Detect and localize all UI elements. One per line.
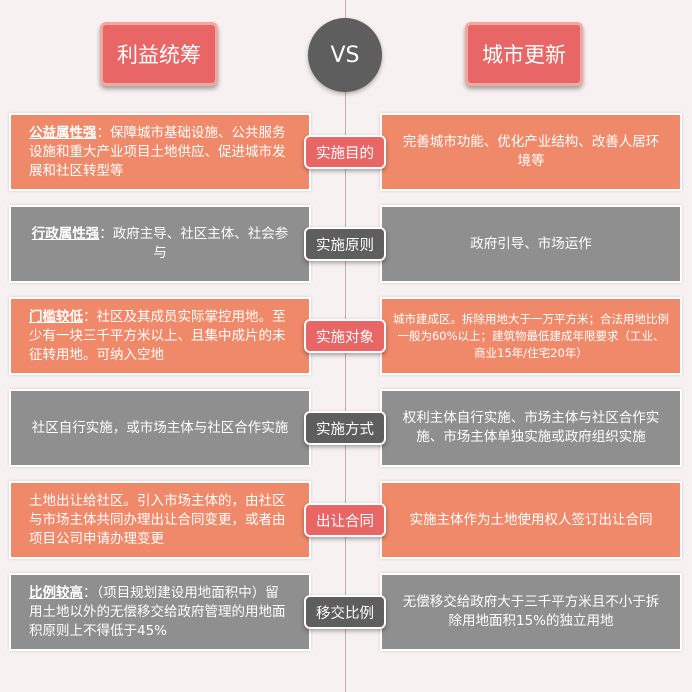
row5-label: 出让合同 bbox=[304, 503, 386, 537]
row6-left-panel: 比例较高：（项目规划建设用地面积中）留用土地以外的无偿移交给政府管理的用地面积原… bbox=[9, 573, 311, 651]
row1-right-panel: 完善城市功能、优化产业结构、改善人居环境等 bbox=[380, 113, 682, 191]
row5-right-panel: 实施主体作为土地使用权人签订出让合同 bbox=[380, 481, 682, 559]
row3-right-text: 城市建成区。拆除用地大于一万平方米；合法用地比例一般为60%以上；建筑物最低建成… bbox=[393, 311, 669, 360]
row2-right-panel: 政府引导、市场运作 bbox=[380, 205, 682, 283]
header-right-title: 城市更新 bbox=[465, 22, 583, 86]
row1-left-bold: 公益属性强 bbox=[29, 124, 97, 141]
row6-left-bold: 比例较高 bbox=[29, 584, 83, 601]
row5-left-text: 土地出让给社区。引入市场主体的，由社区与市场主体共同办理出让合同变更，或者由项目… bbox=[29, 492, 286, 547]
row6-right-panel: 无偿移交给政府大于三千平方米且不小于拆除用地面积15%的独立用地 bbox=[380, 573, 682, 651]
row4-left-panel: 社区自行实施，或市场主体与社区合作实施 bbox=[9, 389, 311, 467]
row2-label: 实施原则 bbox=[304, 227, 386, 261]
row4-right-panel: 权利主体自行实施、市场主体与社区合作实施、市场主体单独实施或政府组织实施 bbox=[380, 389, 682, 467]
row1-left-panel: 公益属性强：保障城市基础设施、公共服务设施和重大产业项目土地供应、促进城市发展和… bbox=[9, 113, 311, 191]
row5-right-text: 实施主体作为土地使用权人签订出让合同 bbox=[409, 511, 653, 528]
row6-label: 移交比例 bbox=[304, 595, 386, 629]
row5-left-panel: 土地出让给社区。引入市场主体的，由社区与市场主体共同办理出让合同变更，或者由项目… bbox=[9, 481, 311, 559]
row2-left-bold: 行政属性强 bbox=[31, 226, 100, 242]
row6-right-text: 无偿移交给政府大于三千平方米且不小于拆除用地面积15%的独立用地 bbox=[402, 594, 660, 629]
row1-right-text: 完善城市功能、优化产业结构、改善人居环境等 bbox=[402, 134, 660, 169]
row2-right-text: 政府引导、市场运作 bbox=[470, 235, 592, 252]
row3-left-bold: 门槛较低 bbox=[29, 308, 83, 325]
row3-label: 实施对象 bbox=[304, 319, 386, 353]
row1-left-text: ：保障城市基础设施、公共服务设施和重大产业项目土地供应、促进城市发展和社区转型等 bbox=[29, 124, 286, 179]
row2-left-panel: 行政属性强：政府主导、社区主体、社会参与 bbox=[9, 205, 311, 283]
row4-left-text: 社区自行实施，或市场主体与社区合作实施 bbox=[31, 419, 289, 436]
row1-label: 实施目的 bbox=[304, 135, 386, 169]
row6-left-text: ：（项目规划建设用地面积中）留用土地以外的无偿移交给政府管理的用地面积原则上不得… bbox=[29, 584, 286, 639]
header-left-title: 利益统筹 bbox=[100, 22, 218, 86]
row3-left-panel: 门槛较低：社区及其成员实际掌控用地。至少有一块三千平方米以上、且集中成片的未征转… bbox=[9, 297, 311, 375]
row3-left-text: ：社区及其成员实际掌控用地。至少有一块三千平方米以上、且集中成片的未征转用地。可… bbox=[29, 308, 286, 363]
vs-badge: VS bbox=[308, 18, 382, 92]
row2-left-text: ：政府主导、社区主体、社会参与 bbox=[99, 226, 289, 261]
row4-label: 实施方式 bbox=[304, 411, 386, 445]
row3-right-panel: 城市建成区。拆除用地大于一万平方米；合法用地比例一般为60%以上；建筑物最低建成… bbox=[380, 297, 682, 375]
row4-right-text: 权利主体自行实施、市场主体与社区合作实施、市场主体单独实施或政府组织实施 bbox=[402, 410, 660, 445]
